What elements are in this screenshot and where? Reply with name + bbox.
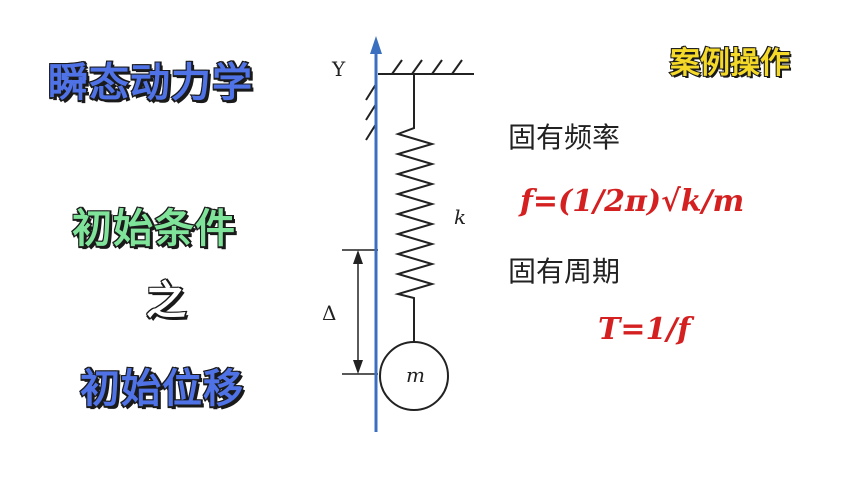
case-operation-tag: 案例操作 <box>669 45 791 82</box>
topic-title: 初始位移 <box>79 365 244 413</box>
natural-frequency-label: 固有频率 <box>508 121 621 154</box>
natural-period-label: 固有周期 <box>508 255 621 288</box>
delta-arrow-down <box>353 360 363 374</box>
y-axis-arrow <box>370 36 382 54</box>
spring <box>394 74 436 342</box>
mass-label: m <box>406 363 425 387</box>
displacement-label: Δ <box>322 301 336 325</box>
wall-hatch <box>365 83 377 141</box>
ceiling-hatch <box>391 59 463 75</box>
y-axis-label: Y <box>331 57 346 81</box>
main-title: 瞬态动力学 <box>47 59 253 107</box>
sub-title: 初始条件 <box>71 205 236 253</box>
connector-text: 之 <box>145 277 187 325</box>
mass-circle <box>379 341 449 411</box>
delta-arrow-up <box>353 250 363 264</box>
spring-constant-label: k <box>454 205 466 229</box>
natural-frequency-formula: f=(1/2π)√k/m <box>520 184 745 219</box>
natural-period-formula: T=1/f <box>598 312 691 347</box>
